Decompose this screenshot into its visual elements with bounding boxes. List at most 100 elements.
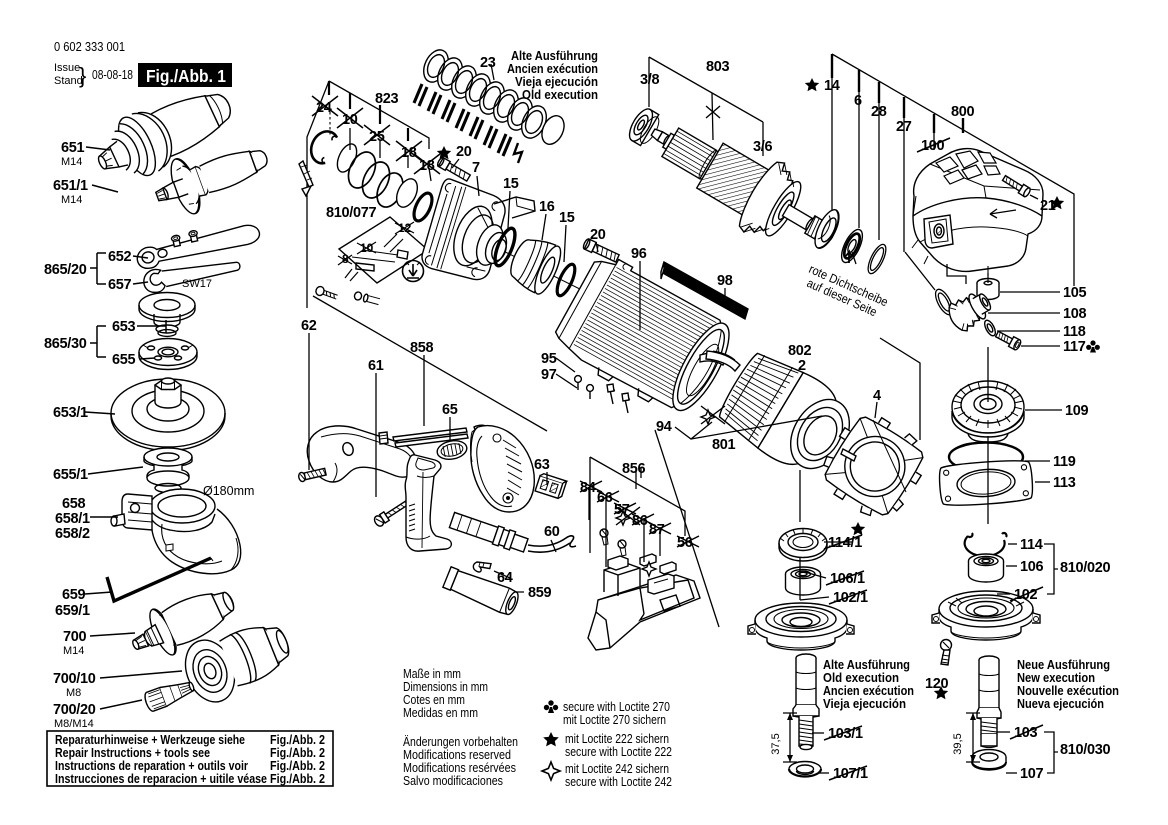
svg-text:M8: M8 [66,687,81,699]
svg-text:118: 118 [1063,324,1086,340]
svg-text:107/1: 107/1 [833,766,868,782]
svg-text:120: 120 [925,676,949,692]
svg-text:Instrucciones de reparacion +: Instrucciones de reparacion + uitile véa… [55,772,267,786]
svg-text:Fig./Abb. 1: Fig./Abb. 1 [146,66,226,86]
svg-text:Nouvelle exécution: Nouvelle exécution [1017,684,1119,698]
svg-text:865/30: 865/30 [44,336,87,352]
svg-text:Issue: Issue [54,62,80,74]
svg-text:801: 801 [712,437,736,453]
svg-text:108: 108 [1063,306,1087,322]
svg-text:109: 109 [1065,403,1089,419]
svg-text:Dimensions in mm: Dimensions in mm [403,680,488,694]
svg-text:23: 23 [480,55,496,71]
svg-text:27: 27 [896,119,912,135]
svg-text:802: 802 [788,343,812,359]
svg-text:Fig./Abb. 2: Fig./Abb. 2 [270,733,325,747]
svg-text:700/20: 700/20 [53,702,96,718]
svg-text:653/1: 653/1 [53,405,88,421]
svg-text:655: 655 [112,352,136,368]
svg-text:Medidas en mm: Medidas en mm [403,706,478,720]
svg-text:Vieja ejecución: Vieja ejecución [515,75,598,89]
svg-text:4: 4 [873,388,881,404]
svg-text:658/1: 658/1 [55,511,90,527]
svg-text:810/030: 810/030 [1060,742,1111,758]
svg-text:15: 15 [559,210,575,226]
svg-text:97: 97 [541,367,557,383]
svg-text:98: 98 [717,273,733,289]
svg-text:803: 803 [706,59,730,75]
svg-text:61: 61 [368,358,384,374]
svg-text:106: 106 [1020,559,1044,575]
svg-text:Cotes en mm: Cotes en mm [403,693,465,707]
svg-text:2: 2 [798,358,806,374]
svg-text:105: 105 [1063,285,1087,301]
svg-text:858: 858 [410,340,434,356]
svg-text:651/1: 651/1 [53,178,88,194]
svg-text:658/2: 658/2 [55,526,90,542]
svg-text:M14: M14 [61,156,82,168]
svg-text:14: 14 [824,78,840,94]
svg-text:08-08-18: 08-08-18 [92,68,133,82]
svg-text:Ø180mm: Ø180mm [203,484,254,498]
svg-text:39,5: 39,5 [952,733,964,754]
svg-text:800: 800 [951,104,975,120]
svg-text:63: 63 [534,457,550,473]
svg-text:655/1: 655/1 [53,467,88,483]
svg-text:Stand: Stand [54,75,83,87]
svg-text:3/8: 3/8 [640,72,659,88]
svg-text:810/077: 810/077 [326,205,377,221]
svg-text:856: 856 [622,461,646,477]
svg-text:Ancien exécution: Ancien exécution [823,684,914,698]
svg-text:700: 700 [63,629,87,645]
svg-text:Reparaturhinweise + Werkzeuge: Reparaturhinweise + Werkzeuge siehe [55,733,245,747]
svg-text:28: 28 [871,104,887,120]
svg-text:Neue Ausführung: Neue Ausführung [1017,658,1110,672]
svg-text:652: 652 [108,249,132,265]
svg-text:103/1: 103/1 [828,726,863,742]
svg-text:Vieja ejecución: Vieja ejecución [823,697,906,711]
svg-text:secure with Loctite 222: secure with Loctite 222 [565,745,672,759]
svg-text:}: } [79,63,86,88]
svg-text:secure with Loctite 270: secure with Loctite 270 [563,700,670,714]
svg-text:Modifications reserved: Modifications reserved [403,748,511,762]
svg-text:M14: M14 [61,194,82,206]
svg-text:658: 658 [62,496,86,512]
svg-text:Maße in mm: Maße in mm [403,667,461,681]
svg-text:Änderungen vorbehalten: Änderungen vorbehalten [403,735,518,749]
svg-text:117: 117 [1063,339,1086,355]
svg-text:16: 16 [539,199,555,215]
svg-text:Fig./Abb. 2: Fig./Abb. 2 [270,759,325,773]
svg-text:113: 113 [1053,475,1076,491]
svg-text:65: 65 [442,402,458,418]
svg-text:Nueva ejecución: Nueva ejecución [1017,697,1104,711]
svg-text:18: 18 [401,145,417,161]
svg-text:114/1: 114/1 [828,535,862,551]
svg-text:657: 657 [108,277,132,293]
svg-text:Fig./Abb. 2: Fig./Abb. 2 [270,772,325,786]
svg-text:37,5: 37,5 [770,733,782,754]
svg-text:865/20: 865/20 [44,262,87,278]
svg-text:0 602 333 001: 0 602 333 001 [54,40,125,54]
svg-text:Old execution: Old execution [522,88,598,102]
svg-text:106/1: 106/1 [830,571,865,587]
svg-text:653: 653 [112,319,136,335]
svg-text:mit Loctite 222 sichern: mit Loctite 222 sichern [565,732,669,746]
svg-text:64: 64 [497,570,513,586]
svg-text:6: 6 [854,93,862,109]
svg-text:823: 823 [375,91,399,107]
svg-text:SW17: SW17 [182,278,212,290]
svg-text:20: 20 [590,227,606,243]
svg-text:107: 107 [1020,766,1044,782]
svg-text:Fig./Abb. 2: Fig./Abb. 2 [270,746,325,760]
svg-text:Ancien exécution: Ancien exécution [507,62,598,76]
svg-text:810/020: 810/020 [1060,560,1111,576]
svg-text:7: 7 [472,160,480,176]
svg-text:secure with Loctite 242: secure with Loctite 242 [565,775,672,789]
svg-text:859: 859 [528,585,552,601]
svg-text:659: 659 [62,587,86,603]
svg-text:62: 62 [301,318,317,334]
svg-text:95: 95 [541,351,557,367]
svg-text:96: 96 [631,246,647,262]
svg-text:Instructions de reparation + o: Instructions de reparation + outils voir [55,759,248,773]
svg-text:Old execution: Old execution [823,671,899,685]
